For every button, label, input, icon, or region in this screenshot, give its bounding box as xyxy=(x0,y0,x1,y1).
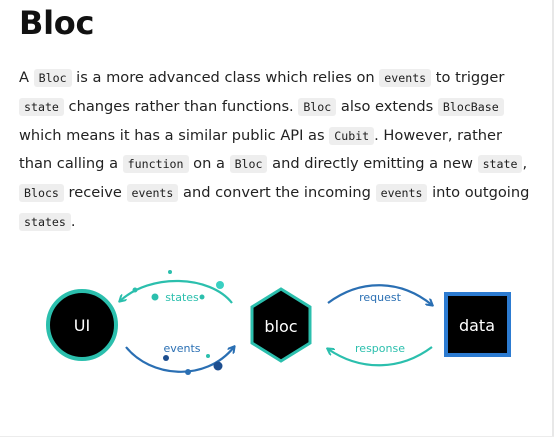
states-arrow: states xyxy=(120,270,233,304)
inline-code: Bloc xyxy=(229,155,268,174)
paragraph-text: into outgoing xyxy=(427,184,530,202)
paragraph-text: and directly emitting a new xyxy=(267,155,478,173)
inline-code: states xyxy=(19,212,71,231)
page-frame-right xyxy=(552,0,554,437)
paragraph-text: receive xyxy=(63,184,127,202)
inline-code: Blocs xyxy=(19,184,64,203)
intro-paragraph: A Bloc is a more advanced class which re… xyxy=(19,64,534,237)
bloc-node: bloc xyxy=(250,287,312,363)
inline-code: function xyxy=(122,155,189,174)
inline-code: events xyxy=(379,69,432,87)
inline-code: state xyxy=(477,155,523,174)
response-arrow: response xyxy=(328,342,433,367)
paragraph-text: A xyxy=(19,69,34,86)
paragraph-text: . However, rather than calling a xyxy=(19,126,503,173)
ui-node-label: UI xyxy=(74,316,90,335)
paragraph-text: which means it has a similar public API … xyxy=(19,126,330,144)
inline-code: events xyxy=(126,184,179,203)
inline-code: Cubit xyxy=(329,126,375,145)
inline-code: BlocBase xyxy=(437,97,504,116)
states-label: states xyxy=(165,291,199,304)
paragraph-text: is a more advanced class which relies on xyxy=(71,69,380,86)
ui-node: UI xyxy=(46,289,118,361)
paragraph-text: . xyxy=(70,212,76,230)
request-label: request xyxy=(359,291,402,304)
events-label: events xyxy=(163,342,200,355)
paragraph-text: to trigger xyxy=(431,69,505,86)
inline-code: state xyxy=(19,97,64,116)
bloc-node-label: bloc xyxy=(264,317,297,336)
events-arrow: events xyxy=(125,342,234,375)
paragraph-text: changes rather than functions. xyxy=(63,97,299,115)
inline-code: Bloc xyxy=(298,97,337,116)
bloc-architecture-diagram: UI states events bloc request response d… xyxy=(46,270,511,375)
data-node: data xyxy=(444,292,511,357)
paragraph-text: on a xyxy=(188,155,230,173)
paragraph-text: also extends xyxy=(336,97,438,115)
request-arrow: request xyxy=(327,284,432,305)
page-title: Bloc xyxy=(19,4,95,42)
inline-code: Bloc xyxy=(33,69,72,87)
paragraph-text: , xyxy=(522,155,528,173)
response-label: response xyxy=(355,342,405,355)
inline-code: events xyxy=(375,184,428,203)
paragraph-text: and convert the incoming xyxy=(178,184,376,202)
data-node-label: data xyxy=(459,316,495,335)
